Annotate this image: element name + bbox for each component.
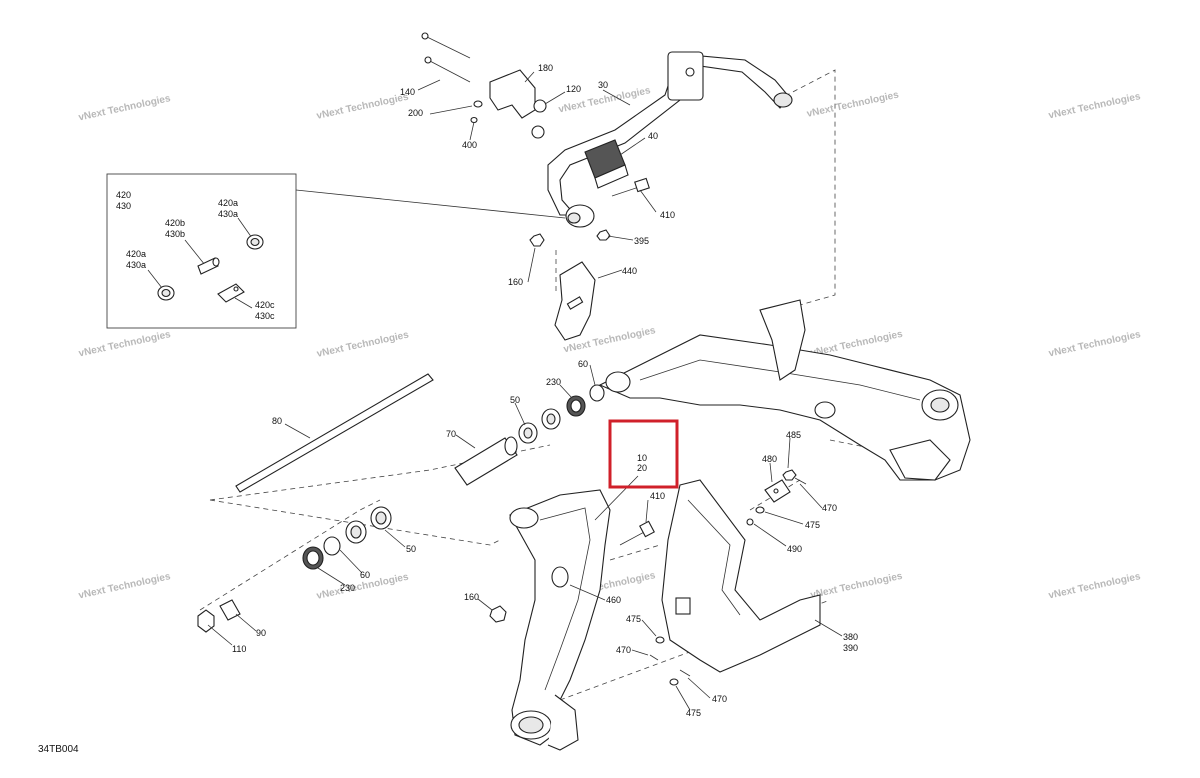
callout-160: 160 bbox=[464, 592, 479, 602]
callout-475: 475 bbox=[626, 614, 641, 624]
bolt-470-icon bbox=[649, 477, 807, 677]
bolt-410-mid-icon bbox=[619, 520, 655, 546]
diagram-id: 34TB004 bbox=[38, 744, 79, 755]
highlight-label-10: 10 bbox=[637, 453, 647, 463]
nut-160-top-icon bbox=[529, 233, 545, 247]
watermark-text: vNext Technologies bbox=[806, 89, 900, 119]
callout-230: 230 bbox=[340, 583, 355, 593]
callout-470: 470 bbox=[616, 645, 631, 655]
callout-70: 70 bbox=[446, 429, 456, 439]
callout-80: 80 bbox=[272, 416, 282, 426]
watermark-text: vNext Technologies bbox=[78, 571, 172, 601]
callout-470: 470 bbox=[822, 503, 837, 513]
bolt-410-top-icon bbox=[611, 177, 650, 197]
callout-490: 490 bbox=[787, 544, 802, 554]
bracket-440-icon bbox=[554, 261, 596, 341]
callout-230: 230 bbox=[546, 377, 561, 387]
inset-label: 430 bbox=[116, 201, 131, 211]
inset-label: 420a bbox=[218, 198, 238, 208]
callout-470: 470 bbox=[712, 694, 727, 704]
callout-460: 460 bbox=[606, 595, 621, 605]
leader-lines bbox=[207, 71, 843, 711]
callout-50: 50 bbox=[510, 395, 520, 405]
sway-bar-assembly bbox=[547, 51, 793, 228]
bushing-420a-left-icon bbox=[157, 285, 175, 301]
nut-160-bottom-icon bbox=[489, 605, 507, 623]
rivet-490-icon bbox=[746, 518, 754, 526]
highlight-box: 10 20 bbox=[608, 419, 679, 489]
trailing-arm bbox=[509, 489, 611, 751]
inset-label: 430b bbox=[165, 229, 185, 239]
watermark-text: vNext Technologies bbox=[316, 92, 410, 122]
callout-110: 110 bbox=[232, 644, 246, 654]
watermark-text: vNext Technologies bbox=[1048, 329, 1142, 359]
callout-400: 400 bbox=[462, 140, 477, 150]
inset-label: 420 bbox=[116, 190, 131, 200]
watermark-text: vNext Technologies bbox=[1048, 571, 1142, 601]
callout-labels: 140 180 120 30 200 400 40 410 395 160 44… bbox=[232, 63, 858, 718]
washer-475-icon bbox=[655, 506, 765, 686]
callout-410: 410 bbox=[660, 210, 675, 220]
callout-50: 50 bbox=[406, 544, 416, 554]
bracket-480-icon bbox=[764, 479, 791, 503]
upper-control-arm bbox=[598, 299, 971, 481]
callout-485: 485 bbox=[786, 430, 801, 440]
clip-420c-icon bbox=[217, 283, 245, 303]
callout-200: 200 bbox=[408, 108, 423, 118]
inset-label: 420c bbox=[255, 300, 275, 310]
guard-plate-380-icon bbox=[661, 479, 821, 673]
callout-60: 60 bbox=[360, 570, 370, 580]
callout-140: 140 bbox=[400, 87, 415, 97]
nut-395-icon bbox=[596, 229, 611, 241]
callout-475: 475 bbox=[686, 708, 701, 718]
inset-label: 420b bbox=[165, 218, 185, 228]
callout-30: 30 bbox=[598, 80, 608, 90]
inset-detail-box: 420 430 420a 430a 420b 430b 420a 430a 42… bbox=[106, 173, 566, 329]
sleeve-420b-icon bbox=[197, 257, 220, 275]
bushing-40-icon bbox=[584, 139, 629, 189]
watermark-text: vNext Technologies bbox=[78, 329, 172, 359]
watermark-text: vNext Technologies bbox=[316, 329, 410, 359]
watermark-text: vNext Technologies bbox=[810, 571, 904, 601]
bolt-140-icon bbox=[421, 32, 471, 83]
watermark-text: vNext Technologies bbox=[1048, 91, 1142, 121]
callout-90: 90 bbox=[256, 628, 266, 638]
bearing-stack-top bbox=[518, 384, 605, 444]
bushing-420a-icon bbox=[246, 234, 264, 250]
callout-410: 410 bbox=[650, 491, 665, 501]
callout-395: 395 bbox=[634, 236, 649, 246]
callout-160: 160 bbox=[508, 277, 523, 287]
shaft-80-icon bbox=[235, 373, 434, 493]
callout-120: 120 bbox=[566, 84, 581, 94]
callout-40: 40 bbox=[648, 131, 658, 141]
callout-440: 440 bbox=[622, 266, 637, 276]
callout-390: 390 bbox=[843, 643, 858, 653]
sleeve-70-icon bbox=[454, 436, 518, 486]
callout-180: 180 bbox=[538, 63, 553, 73]
bracket-180-icon bbox=[489, 69, 536, 119]
assembly-dashed-lines bbox=[199, 69, 881, 701]
nut-120-icon bbox=[531, 99, 547, 139]
callout-60: 60 bbox=[578, 359, 588, 369]
callout-475: 475 bbox=[805, 520, 820, 530]
inset-label: 430c bbox=[255, 311, 275, 321]
inset-label: 430a bbox=[218, 209, 238, 219]
callout-380: 380 bbox=[843, 632, 858, 642]
watermark-text: vNext Technologies bbox=[78, 93, 172, 123]
nut-485-icon bbox=[782, 469, 797, 481]
highlight-label-20: 20 bbox=[637, 463, 647, 473]
inset-label: 430a bbox=[126, 260, 146, 270]
washer-200-icon bbox=[470, 100, 483, 124]
callout-480: 480 bbox=[762, 454, 777, 464]
inset-label: 420a bbox=[126, 249, 146, 259]
